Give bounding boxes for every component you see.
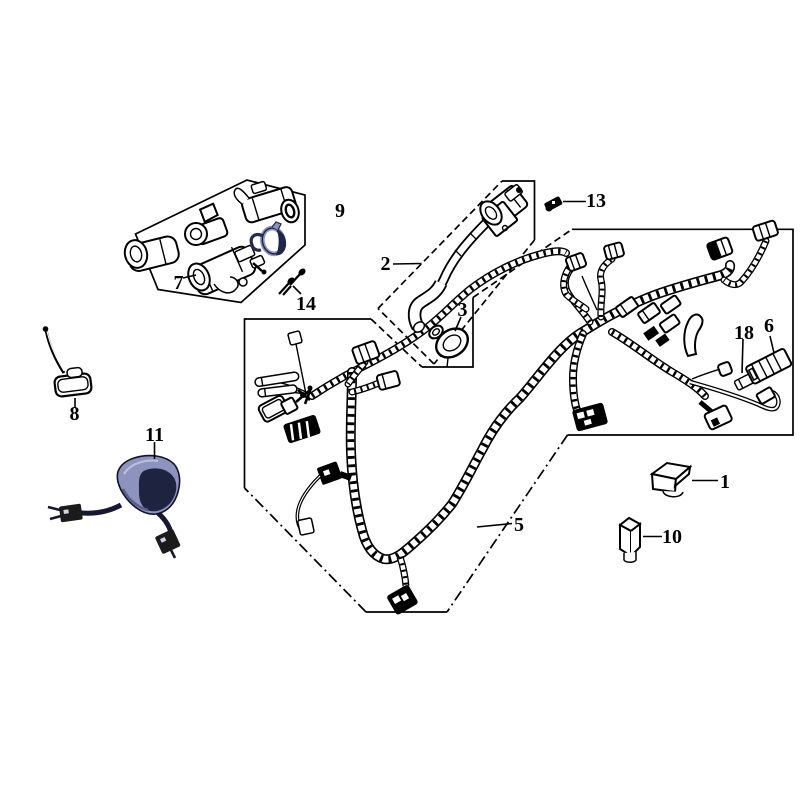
- svg-text:7: 7: [174, 272, 184, 294]
- svg-text:5: 5: [514, 514, 524, 536]
- svg-text:1: 1: [720, 471, 730, 493]
- svg-text:3: 3: [458, 299, 468, 321]
- svg-text:2: 2: [381, 253, 391, 275]
- svg-text:8: 8: [70, 403, 80, 425]
- svg-text:9: 9: [335, 200, 345, 222]
- svg-text:10: 10: [662, 526, 682, 548]
- svg-text:11: 11: [145, 424, 164, 446]
- svg-text:6: 6: [764, 315, 774, 337]
- svg-text:14: 14: [296, 293, 316, 315]
- svg-text:18: 18: [734, 322, 754, 344]
- svg-text:13: 13: [586, 190, 606, 212]
